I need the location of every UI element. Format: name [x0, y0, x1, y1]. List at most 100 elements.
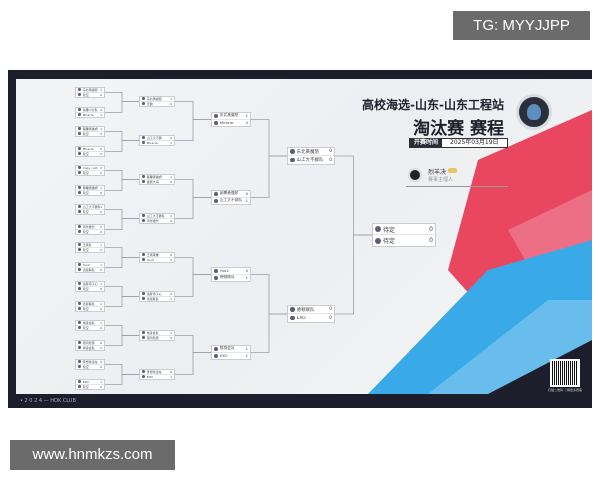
team-name: 东北黄魔怒: [219, 113, 239, 118]
team-name: 山工大不群队: [82, 204, 101, 209]
team-score: 1: [170, 296, 172, 301]
team-score: 0: [100, 107, 102, 112]
team-logo-icon: [78, 346, 81, 350]
team-name: EXO: [82, 379, 89, 384]
team-logo-icon: [78, 230, 81, 234]
team-score: 0: [429, 225, 433, 233]
team-logo-icon: [78, 93, 81, 97]
site-watermark: www.hnmkzs.com: [10, 440, 175, 470]
team-name: 山工大不群队: [296, 158, 324, 163]
team-score: 0: [170, 101, 172, 106]
team-score: 0: [329, 149, 332, 154]
team-logo-icon: [142, 297, 145, 301]
date-label: 开赛时间: [410, 139, 443, 147]
connector-line: [105, 257, 139, 268]
team-score: 1: [170, 96, 172, 101]
team-score: 0: [100, 209, 102, 214]
team-score: 1: [170, 374, 172, 379]
team-name: 颠覆者傲娇: [82, 126, 98, 131]
team-score: 0: [100, 325, 102, 330]
team-score: 1: [170, 174, 172, 179]
team-logo-icon: [78, 113, 81, 117]
team-logo-icon: [78, 321, 81, 325]
team-score: 0: [100, 190, 102, 195]
host-name: 烈羊决: [428, 169, 447, 176]
team-score: 1: [245, 198, 248, 203]
team-logo-icon: [142, 214, 145, 218]
team-name: 王者队: [82, 242, 92, 247]
team-logo-icon: [78, 248, 81, 252]
team-score: 0: [100, 384, 102, 389]
team-score: 0: [170, 252, 172, 257]
team-logo-icon: [142, 180, 145, 184]
team-score: 1: [245, 113, 248, 118]
team-logo-icon: [78, 307, 81, 311]
team-name: 风华绝代: [82, 224, 95, 229]
team-score: 0: [100, 359, 102, 364]
team-logo-icon: [78, 360, 81, 364]
team-logo-icon: [78, 341, 81, 345]
connector-line: [105, 335, 139, 346]
team-name: 轮空: [82, 229, 89, 234]
team-name: 东北黄魔怒: [146, 96, 162, 101]
team-name: 颠覆者傲娇: [146, 174, 162, 179]
team-score: 0: [100, 247, 102, 252]
team-logo-icon: [290, 307, 295, 312]
team-name: EXO: [296, 315, 306, 321]
team-name: 缘身会队: [82, 320, 95, 325]
team-name: 轮空: [82, 364, 89, 369]
team-score: 1: [100, 262, 102, 267]
team-logo-icon: [375, 226, 381, 232]
footer-text: • 2 0 2 4 — HOK CLUB: [20, 398, 76, 404]
qr-code[interactable]: [550, 359, 580, 387]
connector-line: [105, 140, 139, 152]
team-name: EXO: [219, 353, 228, 358]
team-name: 轮空: [82, 92, 89, 97]
team-logo-icon: [142, 370, 145, 374]
